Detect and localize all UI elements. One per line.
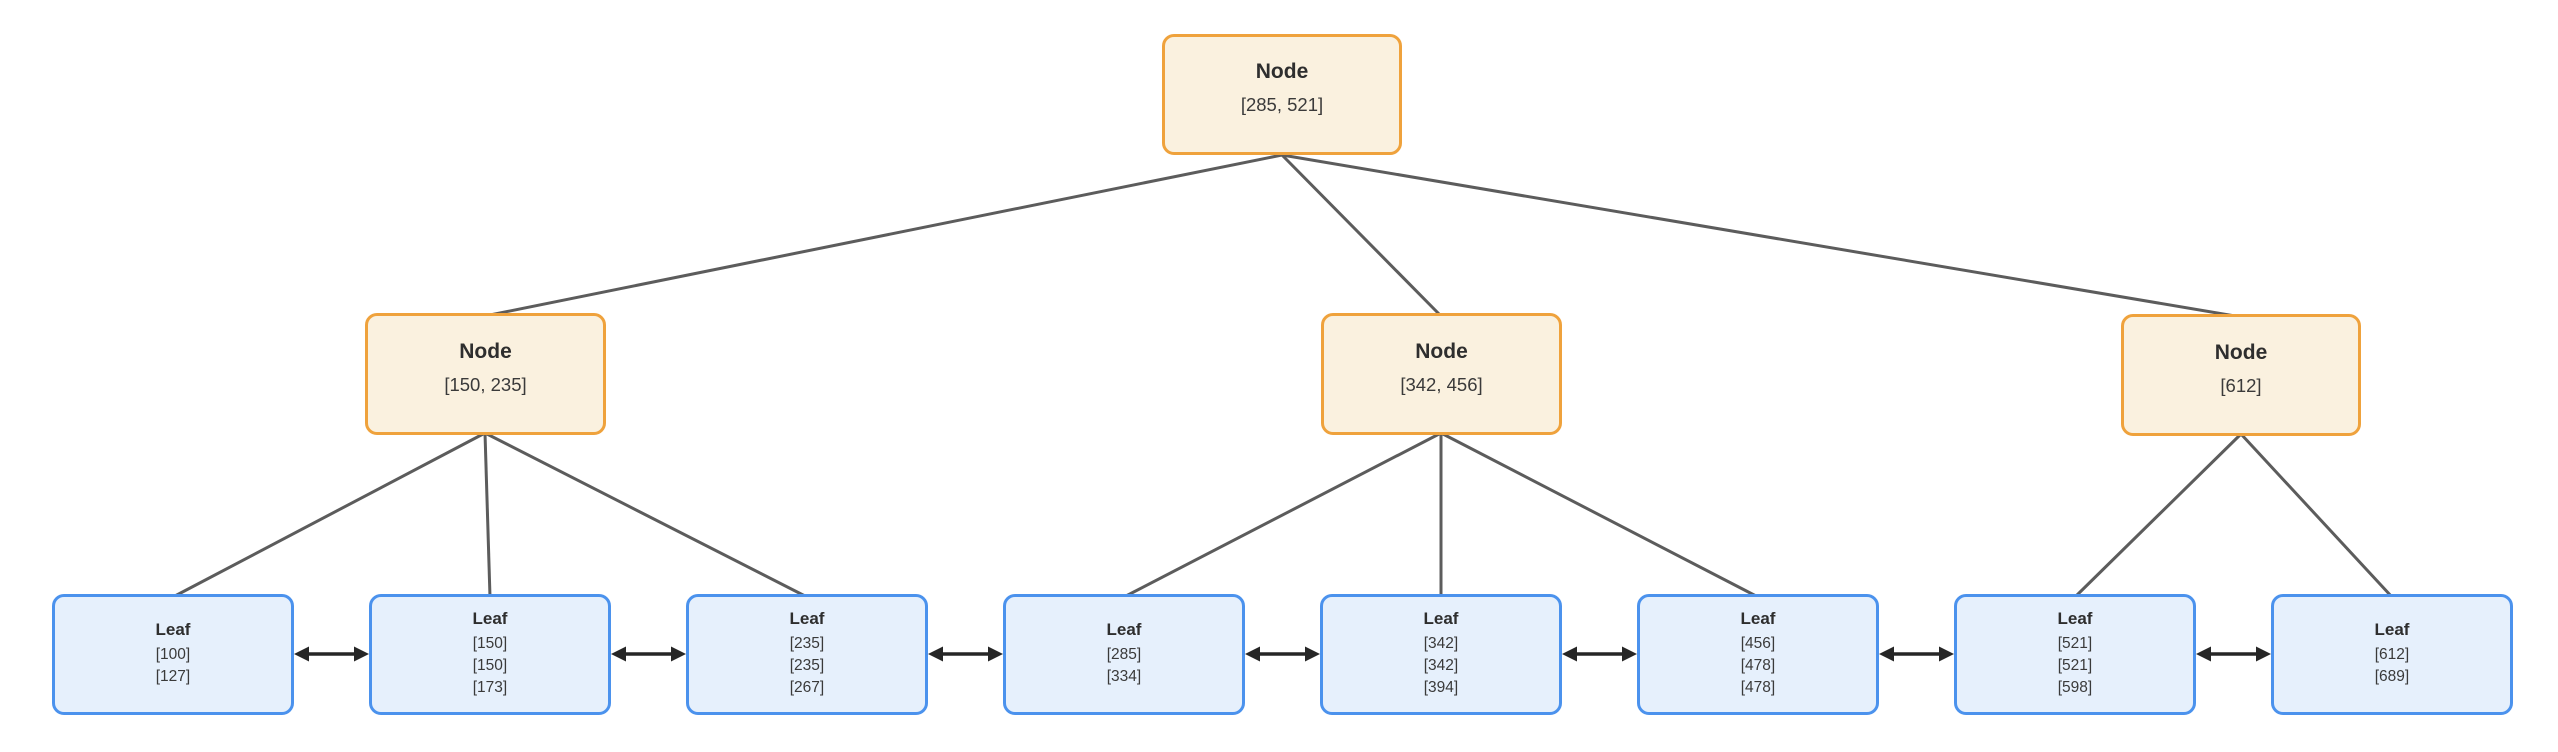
leaf-node-value: [150] bbox=[472, 635, 508, 652]
tree-edge bbox=[484, 153, 1283, 318]
leaf-node-value: [285] bbox=[1106, 646, 1142, 663]
leaf-node-value: [100] bbox=[155, 646, 191, 663]
internal-node-title: Node bbox=[1415, 339, 1468, 363]
leaf-node[interactable]: Leaf [285] [334] bbox=[1003, 594, 1245, 715]
leaf-node-value: [342] bbox=[1423, 657, 1459, 674]
internal-node-keys: [612] bbox=[2220, 374, 2262, 396]
arrowhead-left-icon bbox=[611, 646, 626, 662]
leaf-node[interactable]: Leaf [342] [342] [394] bbox=[1320, 594, 1562, 715]
leaf-node[interactable]: Leaf [235] [235] [267] bbox=[686, 594, 928, 715]
leaf-node-value: [173] bbox=[472, 679, 508, 696]
tree-edge bbox=[1123, 431, 1442, 599]
leaf-node[interactable]: Leaf [456] [478] [478] bbox=[1637, 594, 1879, 715]
internal-node-title: Node bbox=[2214, 340, 2268, 364]
leaf-node-value: [334] bbox=[1106, 668, 1142, 685]
leaf-node[interactable]: Leaf [150] [150] [173] bbox=[369, 594, 611, 715]
leaf-link-arrow bbox=[1245, 646, 1320, 662]
leaf-node-value: [394] bbox=[1423, 679, 1459, 696]
leaf-node-value: [267] bbox=[789, 679, 825, 696]
leaf-node-title: Leaf bbox=[2374, 620, 2410, 639]
leaf-link-arrow bbox=[2196, 646, 2271, 662]
leaf-link-arrow bbox=[928, 646, 1003, 662]
arrowhead-right-icon bbox=[1939, 646, 1954, 662]
leaf-node-title: Leaf bbox=[1106, 620, 1142, 639]
internal-node-title: Node bbox=[459, 339, 512, 363]
leaf-node-value: [342] bbox=[1423, 635, 1459, 652]
tree-edge bbox=[2239, 432, 2394, 599]
arrowhead-left-icon bbox=[1879, 646, 1894, 662]
arrowhead-right-icon bbox=[1622, 646, 1637, 662]
tree-edge bbox=[1281, 153, 2242, 319]
internal-node-keys: [285, 521] bbox=[1240, 94, 1324, 115]
leaf-node[interactable]: Leaf [612] [689] bbox=[2271, 594, 2513, 715]
tree-edge bbox=[2073, 432, 2243, 599]
leaf-node-value: [150] bbox=[472, 657, 508, 674]
leaf-node[interactable]: Leaf [521] [521] [598] bbox=[1954, 594, 2196, 715]
arrowhead-left-icon bbox=[294, 646, 309, 662]
leaf-node-value: [598] bbox=[2057, 679, 2093, 696]
tree-edge bbox=[483, 432, 492, 598]
arrowhead-right-icon bbox=[1305, 646, 1320, 662]
leaf-node-title: Leaf bbox=[155, 620, 191, 639]
internal-node-title: Node bbox=[1255, 60, 1309, 83]
leaf-node-title: Leaf bbox=[472, 609, 508, 628]
arrowhead-left-icon bbox=[2196, 646, 2211, 662]
tree-edge bbox=[484, 431, 808, 599]
arrowhead-left-icon bbox=[1562, 646, 1577, 662]
leaf-node-value: [478] bbox=[1740, 679, 1776, 696]
tree-edge bbox=[1280, 153, 1443, 318]
leaf-node-title: Leaf bbox=[2057, 609, 2093, 628]
tree-edge bbox=[1440, 431, 1759, 599]
arrowhead-left-icon bbox=[928, 646, 943, 662]
leaf-link-arrow bbox=[294, 646, 369, 662]
leaf-node-value: [127] bbox=[155, 668, 191, 685]
leaf-node-value: [235] bbox=[789, 657, 825, 674]
internal-node[interactable]: Node [150, 235] bbox=[365, 313, 606, 435]
internal-node-keys: [150, 235] bbox=[444, 373, 527, 395]
arrowhead-right-icon bbox=[2256, 646, 2271, 662]
tree-edge bbox=[172, 431, 486, 599]
leaf-node-title: Leaf bbox=[1423, 609, 1459, 628]
leaf-node-value: [235] bbox=[789, 635, 825, 652]
leaf-node[interactable]: Leaf [100] [127] bbox=[52, 594, 294, 715]
internal-node[interactable]: Node [285, 521] bbox=[1162, 34, 1402, 155]
internal-node-keys: [342, 456] bbox=[1400, 373, 1483, 395]
arrowhead-right-icon bbox=[354, 646, 369, 662]
leaf-node-value: [612] bbox=[2374, 646, 2410, 663]
internal-node[interactable]: Node [342, 456] bbox=[1321, 313, 1562, 435]
leaf-link-arrow bbox=[1562, 646, 1637, 662]
leaf-node-value: [456] bbox=[1740, 635, 1776, 652]
leaf-node-value: [478] bbox=[1740, 657, 1776, 674]
arrowhead-left-icon bbox=[1245, 646, 1260, 662]
arrowhead-right-icon bbox=[988, 646, 1003, 662]
arrowhead-right-icon bbox=[671, 646, 686, 662]
leaf-node-title: Leaf bbox=[789, 609, 825, 628]
internal-node[interactable]: Node [612] bbox=[2121, 314, 2361, 436]
leaf-link-arrow bbox=[611, 646, 686, 662]
leaf-node-value: [521] bbox=[2057, 657, 2093, 674]
leaf-node-value: [689] bbox=[2374, 668, 2410, 685]
leaf-link-arrow bbox=[1879, 646, 1954, 662]
leaf-node-value: [521] bbox=[2057, 635, 2093, 652]
leaf-node-title: Leaf bbox=[1740, 609, 1776, 628]
